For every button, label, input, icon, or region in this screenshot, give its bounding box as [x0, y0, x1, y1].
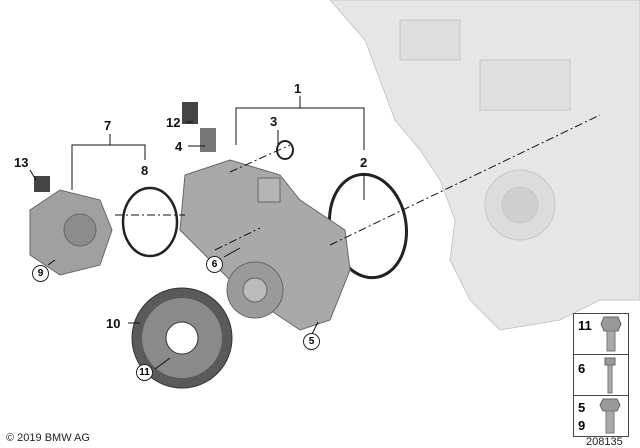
fastener-legend: 11 6 5 9	[573, 313, 629, 437]
callout-4: 4	[175, 139, 183, 154]
bolt-hex-icon	[599, 398, 621, 434]
bolt-hex-flange-icon	[600, 316, 622, 352]
callout-3: 3	[270, 114, 278, 129]
callout-2: 2	[360, 155, 368, 170]
centerlines	[115, 114, 601, 251]
legend-number: 11	[578, 318, 592, 333]
legend-row-11: 11	[574, 314, 628, 355]
o-ring-3	[276, 140, 294, 160]
callout-5: 5	[303, 333, 320, 350]
water-pump	[179, 159, 351, 331]
callout-9: 9	[32, 265, 49, 282]
copyright: © 2019 BMW AG	[6, 432, 90, 444]
legend-number: 9	[578, 418, 586, 433]
legend-row-5-9: 5 9	[574, 396, 628, 436]
bolt-long-icon	[604, 357, 616, 394]
engine-block	[329, 0, 640, 331]
callout-11: 11	[136, 364, 153, 381]
callout-13: 13	[14, 155, 29, 170]
callout-8: 8	[141, 163, 149, 178]
callout-12: 12	[166, 115, 181, 130]
image-number: 208135	[586, 436, 623, 448]
pulley-10	[131, 287, 233, 389]
thermostat-housing	[29, 189, 113, 276]
legend-number: 6	[578, 361, 586, 376]
legend-row-6: 6	[574, 355, 628, 396]
callout-10: 10	[106, 316, 121, 331]
o-ring-8	[121, 186, 179, 258]
callout-6: 6	[206, 256, 223, 273]
legend-number: 5	[578, 400, 586, 415]
leader-lines	[29, 96, 365, 370]
callout-7: 7	[104, 118, 112, 133]
callout-1: 1	[294, 81, 302, 96]
